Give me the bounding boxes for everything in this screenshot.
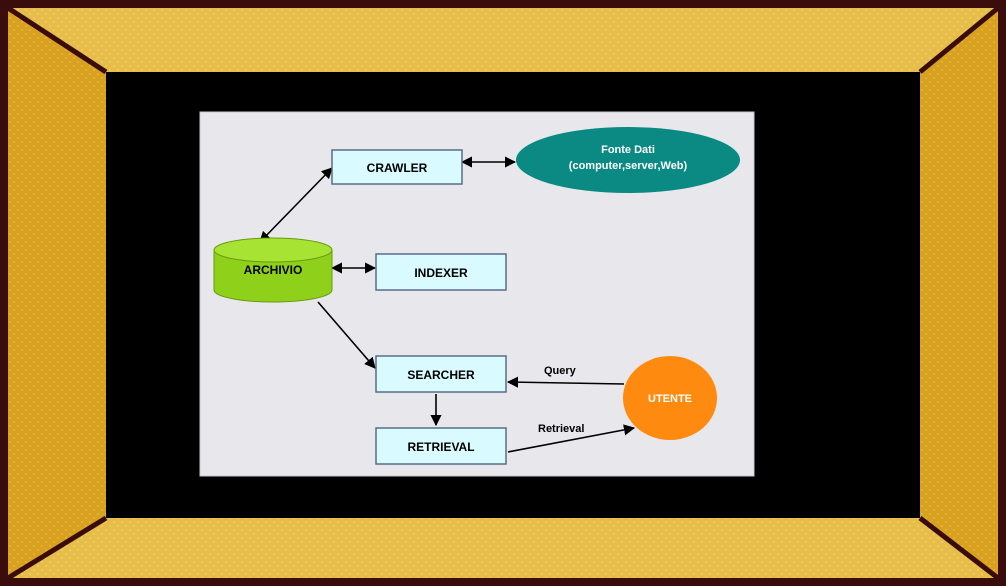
node-archivio-label: ARCHIVIO [244, 263, 303, 277]
node-indexer-label: INDEXER [414, 266, 468, 280]
edge-retrieval-utente [507, 424, 636, 453]
node-indexer: INDEXER [375, 253, 507, 291]
edge-label-query: Query [544, 365, 577, 377]
node-fonte-dati-label-1: Fonte Dati [601, 144, 655, 156]
edge-utente-searcher [506, 376, 625, 388]
node-archivio: ARCHIVIO [213, 237, 333, 303]
wall-top-texture [8, 8, 998, 72]
wall-right-texture [920, 8, 998, 578]
wall-bottom-texture [8, 518, 998, 578]
wall-left-texture [8, 8, 106, 578]
node-retrieval: RETRIEVAL [375, 427, 507, 465]
node-utente-label: UTENTE [648, 393, 692, 405]
node-crawler-label: CRAWLER [367, 161, 428, 175]
node-searcher-label: SEARCHER [407, 368, 475, 382]
node-fonte-dati-label-2: (computer,server,Web) [569, 160, 688, 172]
node-searcher: SEARCHER [375, 355, 507, 393]
node-retrieval-label: RETRIEVAL [407, 440, 474, 454]
diagram-slide: Query Retrieval CRAWLER Fonte Dati (comp… [199, 111, 755, 477]
edge-archivio-crawler [259, 167, 333, 243]
edges [259, 156, 636, 453]
node-utente: UTENTE [623, 356, 717, 440]
edge-archivio-searcher [317, 301, 376, 369]
node-crawler: CRAWLER [331, 149, 463, 185]
edge-label-retrieval: Retrieval [538, 423, 584, 435]
node-fonte-dati: Fonte Dati (computer,server,Web) [516, 127, 740, 193]
wall-edges [6, 5, 1000, 581]
